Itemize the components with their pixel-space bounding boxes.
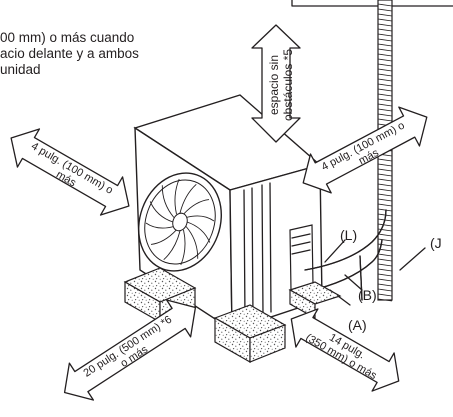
callout-a: (A): [348, 317, 367, 333]
refrigerant-pipes: [304, 209, 387, 301]
side-fins: [243, 182, 272, 321]
clearance-arrow-right: [302, 106, 428, 194]
clearance-top-line-2: obstáculos *5: [281, 49, 295, 121]
callout-line-j: [399, 247, 426, 271]
mounting-block-right: [288, 281, 342, 320]
note-line-3: unidad: [0, 62, 41, 77]
frame-edge: [291, 0, 453, 7]
callout-b: (B): [358, 287, 377, 303]
mounting-block-center: [213, 304, 287, 364]
clearance-arrow-left: [10, 128, 130, 216]
clearance-top-line-1: espacio sin: [267, 55, 281, 115]
note-line-1: 00 mm) o más cuando: [0, 30, 135, 45]
callout-j: (J: [430, 235, 442, 251]
clearance-arrow-top: [251, 24, 301, 143]
clearance-arrow-front: [63, 299, 197, 401]
clearance-front-line-1: 20 pulg. (500 mm) *6: [81, 314, 174, 380]
callout-line-b: [344, 274, 363, 291]
clearance-label-top: espacio sin obstáculos *5: [267, 49, 295, 121]
note-line-2: acio delante y a ambos: [0, 46, 139, 61]
installation-note: 00 mm) o más cuando acio delante y a amb…: [0, 30, 200, 78]
callout-l: (L): [340, 227, 357, 243]
clearance-arrow-front-right: [290, 308, 400, 392]
callout-line-l: [324, 239, 346, 263]
fan-grille: [138, 172, 222, 272]
